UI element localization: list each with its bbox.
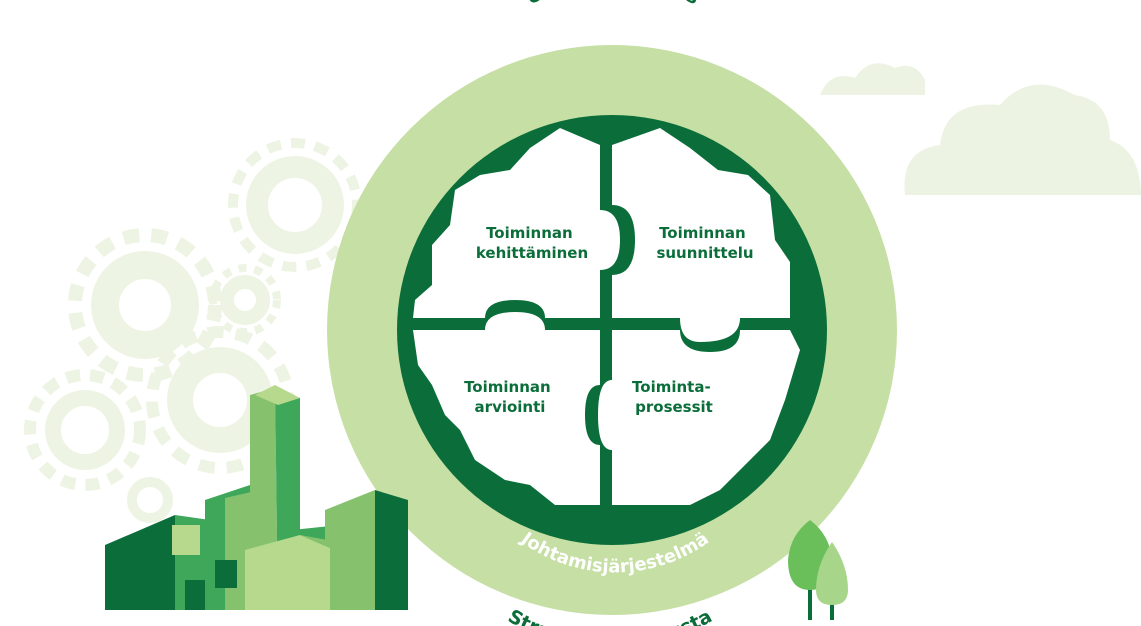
puzzle-gear <box>413 128 800 505</box>
label-top-right-line2: suunnittelu <box>656 244 753 262</box>
puzzle-piece-bottom-right <box>598 330 800 505</box>
label-top-right: Toiminnan suunnittelu <box>656 224 753 262</box>
label-bottom-right: Toiminta- prosessit <box>632 378 716 416</box>
puzzle-piece-top-left <box>413 128 620 318</box>
label-bottom-left: Toiminnan arviointi <box>464 378 556 416</box>
factory-illustration <box>105 385 408 610</box>
background-gears <box>24 138 362 523</box>
puzzle-piece-top-right <box>612 128 790 342</box>
label-top-left-line1: Toiminnan <box>486 224 573 242</box>
tree-illustration <box>788 520 848 620</box>
label-bottom-right-line1: Toiminta- <box>632 378 711 396</box>
label-top-left-line2: kehittäminen <box>476 244 588 262</box>
label-top-right-line1: Toiminnan <box>659 224 746 242</box>
puzzle-piece-bottom-left <box>413 312 600 505</box>
outer-ring-top-label: Ulkoinen ohjaus <box>523 0 702 9</box>
outer-ring-top-label-path: Ulkoinen ohjaus <box>523 0 702 9</box>
label-bottom-left-line2: arviointi <box>475 398 546 416</box>
label-bottom-right-line2: prosessit <box>635 398 713 416</box>
label-top-left: Toiminnan kehittäminen <box>476 224 588 262</box>
cloud-decoration <box>820 63 1141 195</box>
label-bottom-left-line1: Toiminnan <box>464 378 551 396</box>
